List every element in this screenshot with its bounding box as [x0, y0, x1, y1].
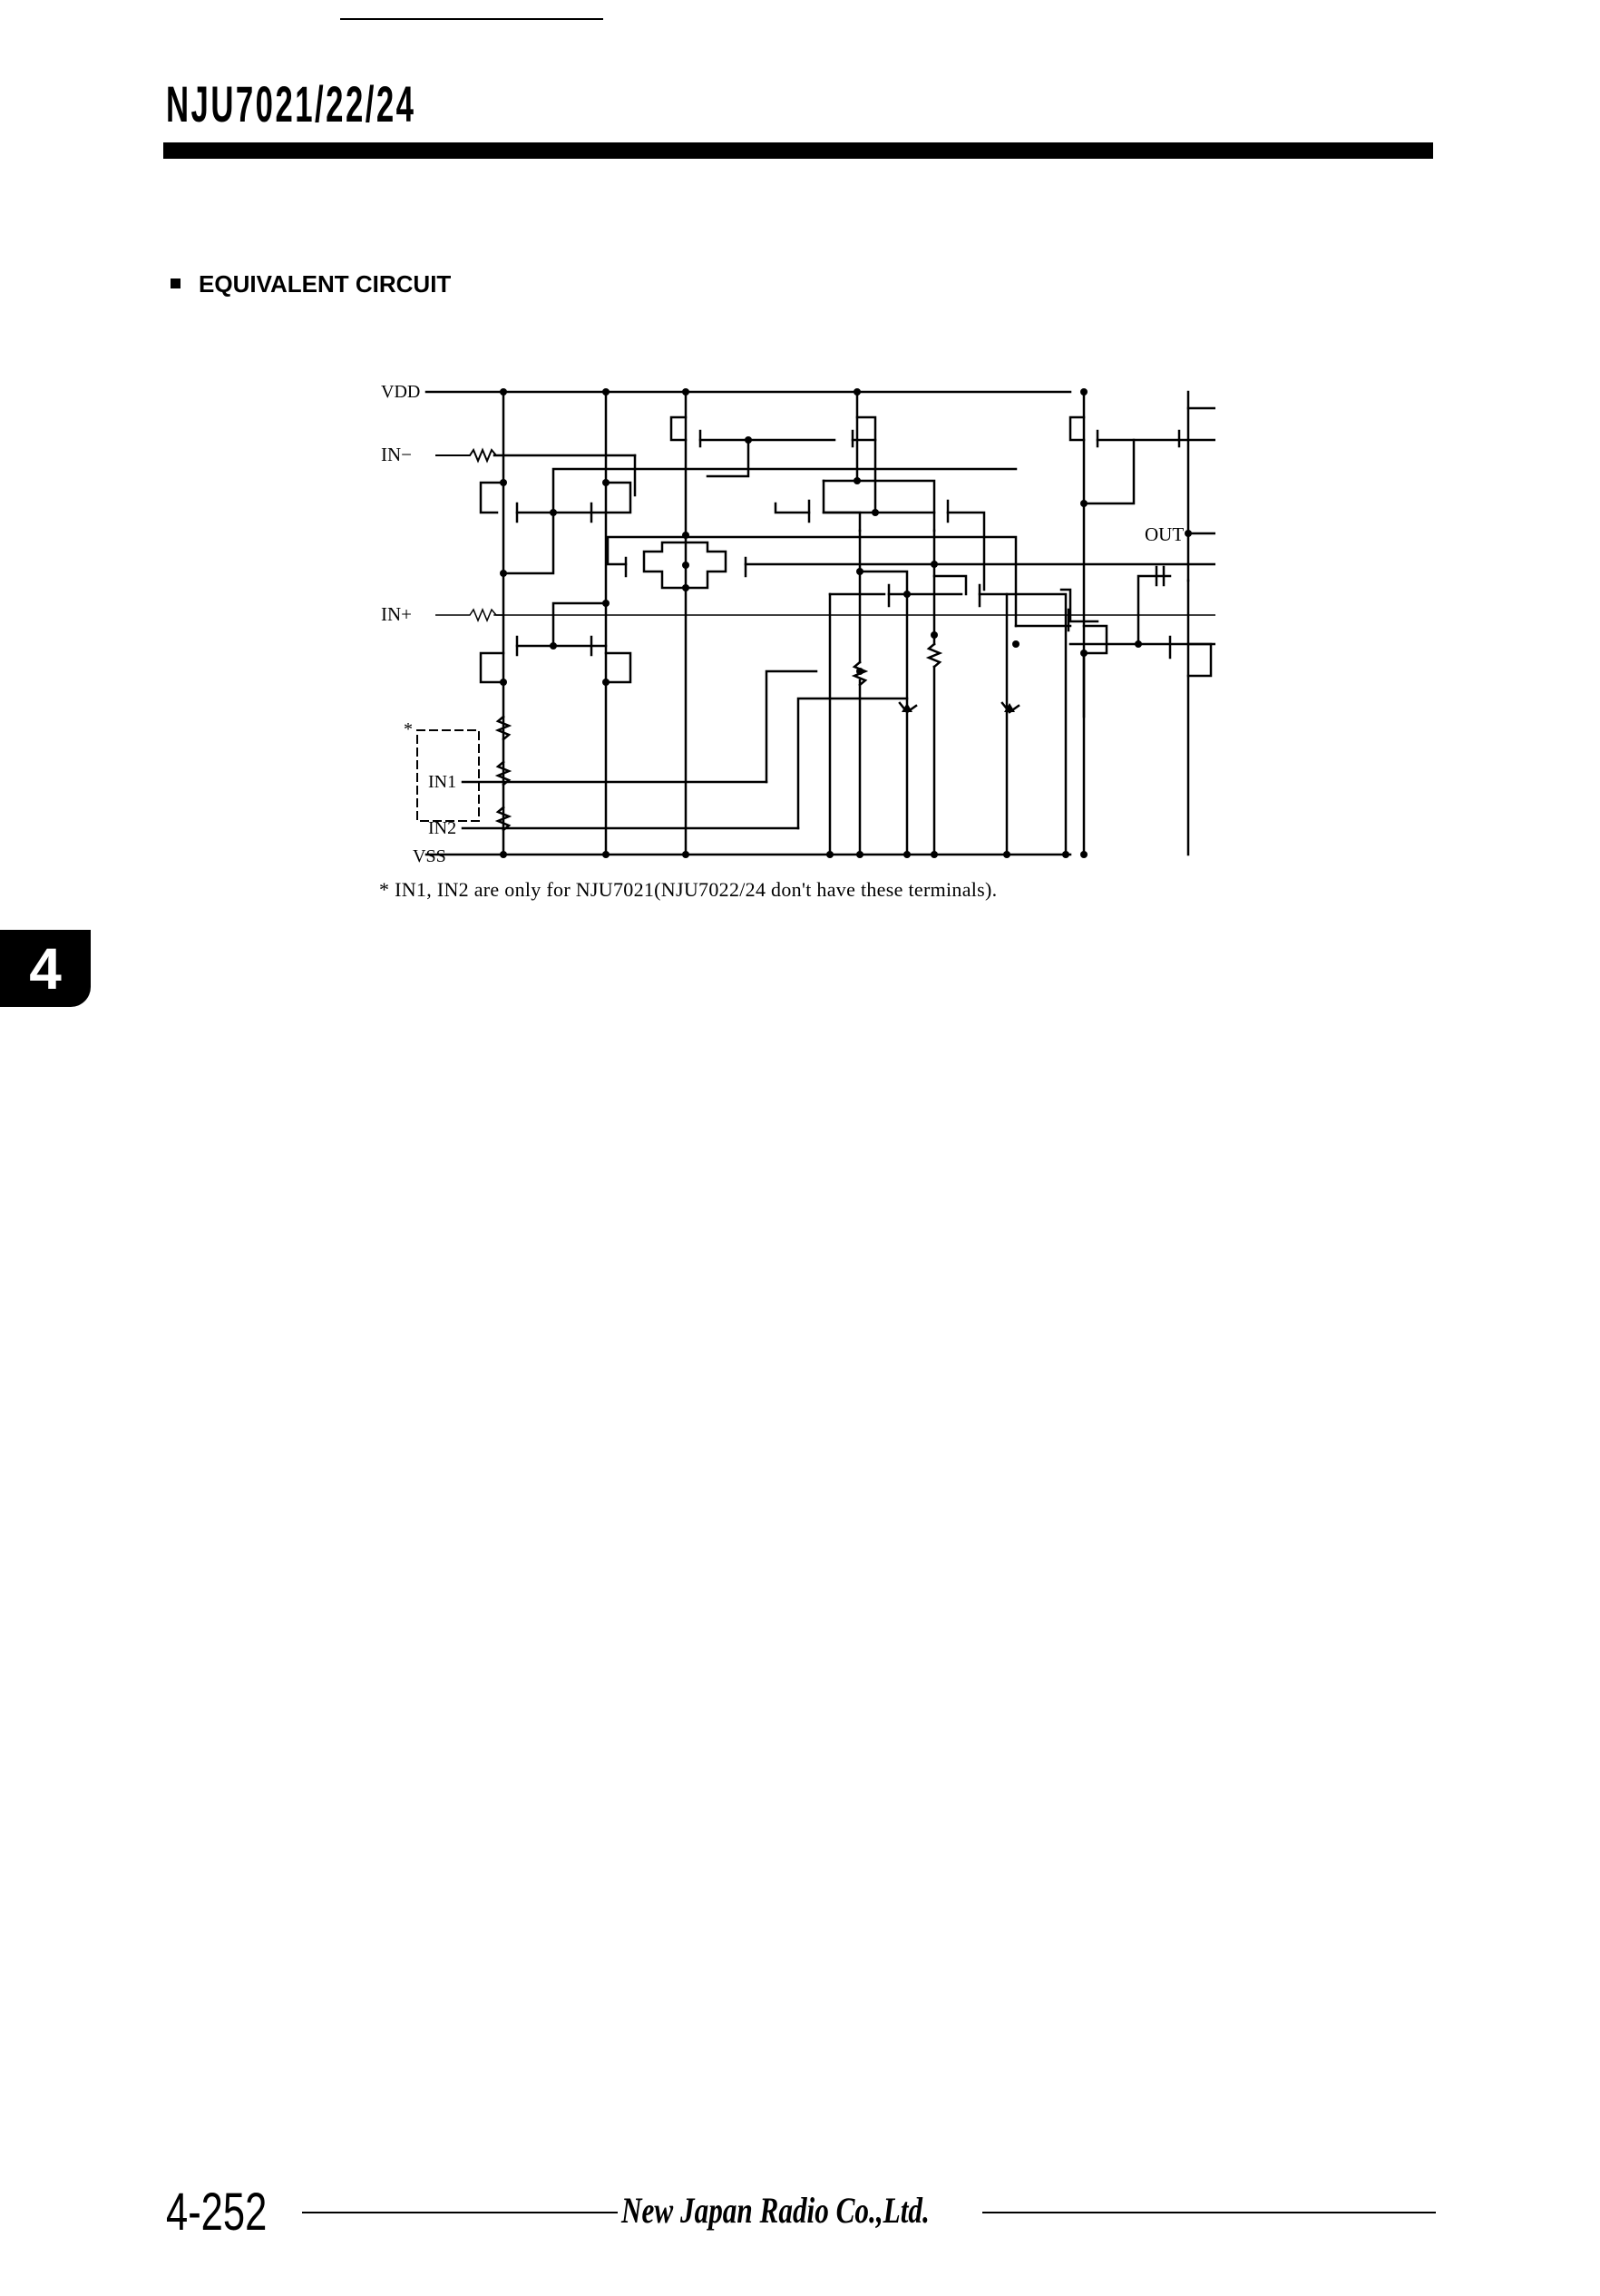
- out-label: OUT: [1145, 523, 1184, 545]
- equivalent-circuit-diagram: VDD IN− IN+ * IN1 IN2 VSS OUT: [381, 382, 1215, 866]
- in-minus-label: IN−: [381, 444, 412, 465]
- vss-label: VSS: [413, 846, 446, 866]
- section-heading: EQUIVALENT CIRCUIT: [171, 270, 451, 298]
- title-divider-bar: [163, 142, 1433, 159]
- page-footer: 4-252 New Japan Radio Co.,Ltd.: [166, 2182, 1436, 2242]
- asterisk-marker: *: [404, 719, 413, 739]
- page-title: NJU7021/22/24: [166, 75, 416, 132]
- company-name: New Japan Radio Co.,Ltd.: [621, 2190, 930, 2231]
- chapter-tab: 4: [0, 930, 91, 1007]
- vdd-label: VDD: [381, 382, 420, 402]
- in-plus-label: IN+: [381, 603, 412, 625]
- chapter-number: 4: [29, 935, 62, 1001]
- top-scan-rule: [340, 18, 603, 20]
- in2-label: IN2: [428, 818, 456, 838]
- page-number: 4-252: [166, 2183, 268, 2242]
- footer-rule-right: [982, 2212, 1436, 2213]
- in1-label: IN1: [428, 772, 456, 792]
- section-title: EQUIVALENT CIRCUIT: [199, 270, 452, 298]
- footer-rule-left: [302, 2212, 618, 2213]
- square-bullet-icon: [171, 278, 180, 288]
- circuit-footnote: * IN1, IN2 are only for NJU7021(NJU7022/…: [379, 878, 998, 901]
